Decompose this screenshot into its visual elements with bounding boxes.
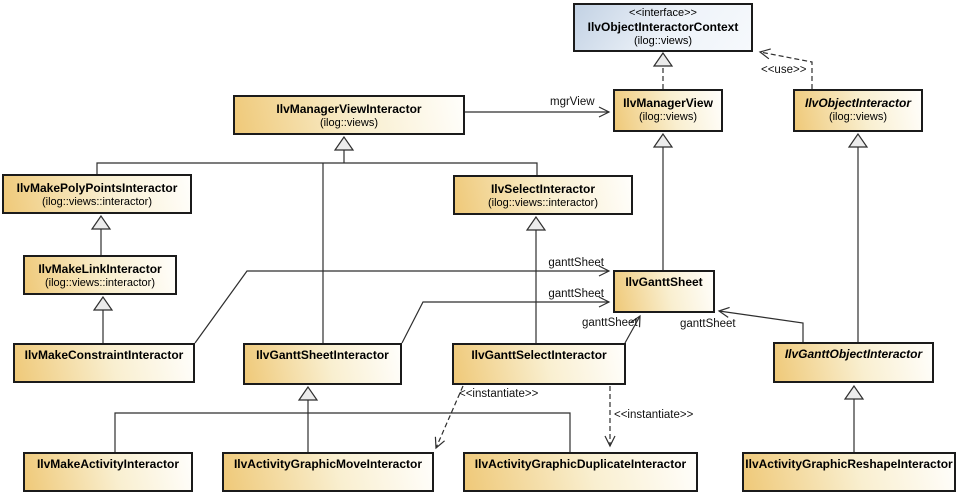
- class-name: IlvObjectInteractorContext: [587, 20, 739, 34]
- class-name: IlvMakeLinkInteractor: [38, 262, 162, 276]
- class-name: IlvMakeActivityInteractor: [36, 457, 180, 471]
- class-name: IlvMakePolyPointsInteractor: [16, 181, 178, 195]
- class-ilvganttobjectinteractor[interactable]: IlvGanttObjectInteractor: [773, 342, 934, 383]
- edge-generalization-ganttobject-objectinteractor: [847, 132, 869, 342]
- edge-generalization-managerviewinteractor-bus: [96, 135, 538, 343]
- class-package: (ilog::views): [828, 111, 888, 123]
- class-package: (ilog::views): [319, 117, 379, 129]
- edge-label-ganttsheet-2: ganttSheet: [548, 288, 604, 300]
- edge-generalization-ganttselect-select: [525, 215, 547, 343]
- class-ilvmakeconstraintinteractor[interactable]: IlvMakeConstraintInteractor: [13, 343, 195, 383]
- class-ilvmanagerviewinteractor[interactable]: IlvManagerViewInteractor (ilog::views): [233, 95, 465, 135]
- class-ilvganttsheet[interactable]: IlvGanttSheet: [613, 270, 715, 313]
- edge-association-ganttsheet-from-makeconstraint: [194, 265, 611, 344]
- edge-label-ganttsheet-1: ganttSheet: [548, 257, 604, 269]
- class-ilvactivitygraphicduplicateinteractor[interactable]: IlvActivityGraphicDuplicateInteractor: [463, 452, 698, 492]
- class-name: IlvGanttObjectInteractor: [784, 347, 923, 361]
- edge-association-ganttsheet-from-ganttsheetinteractor: [401, 296, 611, 344]
- class-name: IlvManagerView: [623, 96, 713, 110]
- class-name: IlvGanttSelectInteractor: [471, 348, 607, 362]
- class-name: IlvGanttSheet: [625, 275, 703, 289]
- class-name: IlvManagerViewInteractor: [276, 102, 422, 116]
- edge-label-ganttsheet-4: ganttSheet: [680, 318, 736, 330]
- class-package: (ilog::views::interactor): [44, 277, 156, 289]
- edge-generalization-ganttsheetinteractor-bus: [114, 385, 571, 452]
- edge-realization-managerview-context: [652, 51, 674, 89]
- edge-label-use: <<use>>: [761, 64, 807, 76]
- class-name: IlvActivityGraphicReshapeInteractor: [745, 457, 953, 471]
- class-package: (ilog::views): [633, 35, 693, 47]
- class-ilvganttsheetinteractor[interactable]: IlvGanttSheetInteractor: [243, 343, 402, 385]
- edge-label-ganttsheet-3: ganttSheet: [582, 317, 638, 329]
- edge-label-instantiate-1: <<instantiate>>: [459, 388, 539, 400]
- class-ilvmanagerview[interactable]: IlvManagerView (ilog::views): [613, 89, 723, 132]
- class-name: IlvGanttSheetInteractor: [256, 348, 389, 362]
- edge-generalization-makeconstraint-makelink: [92, 295, 114, 343]
- class-ilvactivitygraphicmoveinteractor[interactable]: IlvActivityGraphicMoveInteractor: [222, 452, 434, 492]
- class-name: IlvActivityGraphicMoveInteractor: [233, 457, 423, 471]
- class-package: (ilog::views::interactor): [487, 197, 599, 209]
- class-ilvmakeactivityinteractor[interactable]: IlvMakeActivityInteractor: [23, 452, 193, 492]
- class-name: IlvSelectInteractor: [490, 182, 596, 196]
- edge-generalization-reshape-ganttobject: [843, 384, 865, 452]
- class-package: (ilog::views::interactor): [41, 196, 153, 208]
- class-ilvganttselectinteractor[interactable]: IlvGanttSelectInteractor: [452, 343, 626, 385]
- class-ilvobjectinteractorcontext[interactable]: <<interface>> IlvObjectInteractorContext…: [573, 3, 753, 52]
- edge-association-ganttsheet-from-ganttselect: [624, 314, 641, 344]
- class-package: (ilog::views): [638, 111, 698, 123]
- class-ilvmakelinkinteractor[interactable]: IlvMakeLinkInteractor (ilog::views::inte…: [23, 255, 177, 295]
- edge-label-instantiate-2: <<instantiate>>: [614, 409, 694, 421]
- class-ilvactivitygraphicreshapeinteractor[interactable]: IlvActivityGraphicReshapeInteractor: [742, 452, 956, 492]
- edge-generalization-ganttsheet-managerview: [652, 132, 674, 270]
- class-ilvmakepolypointsinteractor[interactable]: IlvMakePolyPointsInteractor (ilog::views…: [2, 174, 192, 214]
- class-ilvobjectinteractor[interactable]: IlvObjectInteractor (ilog::views): [793, 89, 923, 132]
- class-name: IlvActivityGraphicDuplicateInteractor: [474, 457, 687, 471]
- edge-label-mgrview: mgrView: [550, 96, 595, 108]
- edge-association-ganttsheet-from-ganttobject: [717, 306, 804, 342]
- class-name: IlvMakeConstraintInteractor: [24, 348, 184, 362]
- class-name: IlvObjectInteractor: [804, 96, 912, 110]
- edge-use-objectinteractor-context: [758, 48, 813, 89]
- stereotype-label: <<interface>>: [629, 7, 697, 19]
- class-ilvselectinteractor[interactable]: IlvSelectInteractor (ilog::views::intera…: [453, 175, 633, 215]
- edge-generalization-makelink-polypoints: [90, 214, 112, 255]
- edge-instantiate-move: [434, 385, 464, 450]
